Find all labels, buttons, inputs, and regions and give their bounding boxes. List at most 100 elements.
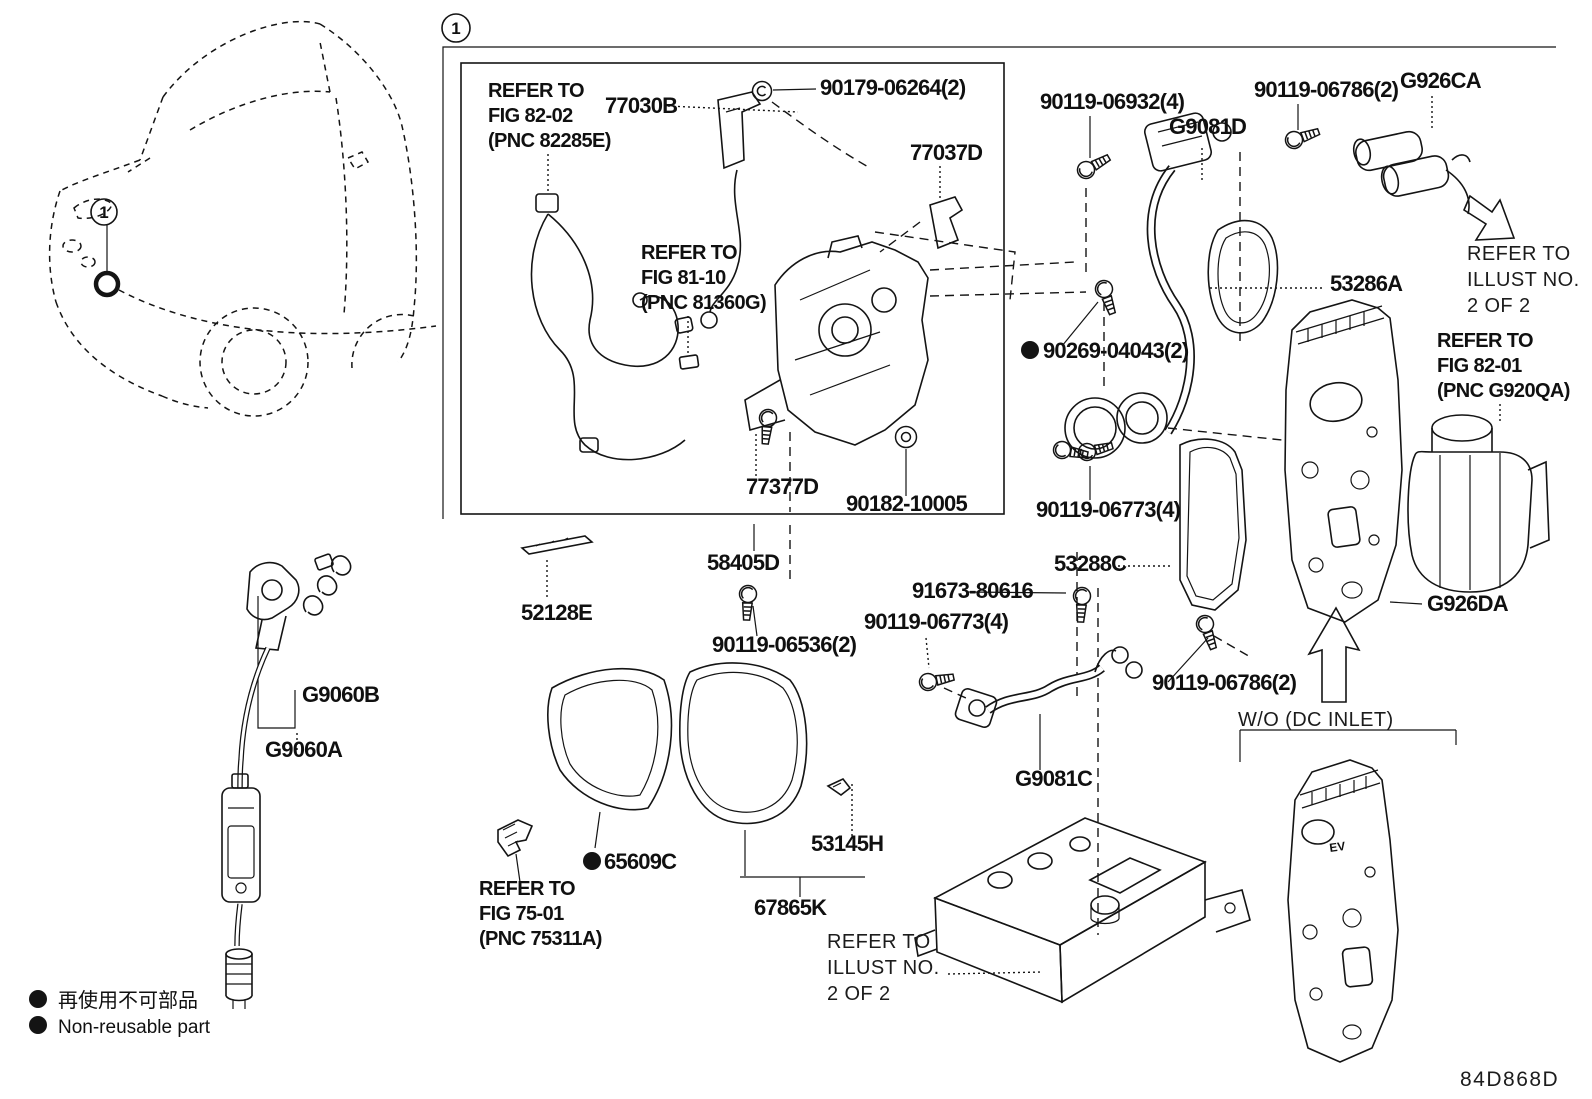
wire-harness-82285e	[530, 154, 700, 461]
note-line: 2 OF 2	[827, 983, 891, 1005]
part-label-90179-06264: 90179-06264(2)	[820, 75, 966, 100]
note-line: ILLUST NO.	[827, 957, 940, 979]
quarter-panel-upper	[1284, 299, 1403, 623]
note-line: FIG 75-01	[479, 903, 564, 925]
drawing-code: 84D868D	[1460, 1068, 1559, 1091]
side-mirror	[346, 151, 370, 170]
harness-g9081d	[1143, 112, 1232, 435]
car-sketch: 1	[48, 20, 437, 417]
note-illust-2of2-bottom: REFER TO ILLUST NO. 2 OF 2	[827, 931, 940, 1005]
headlight	[73, 198, 113, 220]
part-label-67865k: 67865K	[754, 895, 827, 920]
part-label-58405d: 58405D	[707, 550, 779, 575]
part-label-g9060b: G9060B	[302, 682, 379, 707]
part-label-g9081c: G9081C	[1015, 766, 1093, 791]
note-line: REFER TO	[827, 931, 931, 953]
car-callout-1-badge	[90, 198, 118, 226]
note-line: (PNC 82285E)	[488, 130, 611, 152]
dc-inlet-sockets	[1051, 392, 1283, 464]
part-label-90119-06536: 90119-06536(2)	[712, 632, 857, 657]
charge-cable-g9060	[221, 553, 352, 1009]
bolt-91673-icon	[1071, 586, 1092, 624]
part-label-53145h: 53145H	[811, 831, 883, 856]
harness-g9081c	[954, 646, 1143, 770]
note-line: REFER TO	[479, 878, 575, 900]
part-label-90119-06773-right: 90119-06773(4)	[1036, 497, 1181, 522]
note-line: FIG 81-10	[641, 267, 726, 289]
quarter-panel-wo-dc-inlet: EV	[1239, 606, 1457, 1063]
cable-control-box	[221, 787, 261, 903]
screw-90119-06932-icon	[1073, 148, 1114, 183]
clip-53145h	[826, 778, 853, 838]
note-line: FIG 82-02	[488, 105, 573, 127]
note-line: ILLUST NO.	[1467, 269, 1580, 291]
note-line: 2 OF 2	[1467, 295, 1531, 317]
part-label-53288c: 53288C	[1054, 551, 1127, 576]
non-reusable-dot	[1021, 341, 1039, 359]
bracket-53288c	[1118, 438, 1247, 611]
note-line: REFER TO	[1467, 243, 1571, 265]
legend-en: Non-reusable part	[58, 1017, 211, 1038]
part-label-g9081d: G9081D	[1169, 114, 1246, 139]
harness-clamp-81360g	[678, 354, 700, 370]
note-line: REFER TO	[641, 242, 737, 264]
gasket-53286a	[1207, 152, 1322, 345]
callout-1-number: 1	[451, 19, 460, 38]
part-label-g9060a: G9060A	[265, 737, 343, 762]
bolt-90269-icon	[1092, 277, 1122, 318]
charger-g926da	[1389, 404, 1550, 605]
legend-dot	[29, 990, 47, 1008]
note-fig-81-10: REFER TO FIG 81-10 (PNC 81360G)	[641, 242, 767, 314]
part-label-90182-10005: 90182-10005	[846, 491, 967, 516]
refer-arrow-icon	[1462, 194, 1516, 241]
non-reusable-dot	[583, 852, 601, 870]
note-line: FIG 82-01	[1437, 355, 1522, 377]
part-label-52128e: 52128E	[521, 600, 592, 625]
seal-67865k	[679, 662, 865, 897]
part-label-90119-06786-lower: 90119-06786(2)	[1152, 670, 1297, 695]
part-label-90119-06773-lower: 90119-06773(4)	[864, 609, 1009, 634]
bracket-77037d	[879, 166, 964, 253]
clip-75311a	[497, 819, 534, 883]
screw-90119-06786-top-icon	[1282, 122, 1323, 152]
part-label-g926da: G926DA	[1427, 591, 1509, 616]
part-label-90119-06786-top: 90119-06786(2)	[1254, 77, 1399, 102]
connector-g926ca	[1352, 96, 1516, 241]
note-line: (PNC 81360G)	[641, 292, 766, 314]
part-label-90269-04043: 90269-04043(2)	[1043, 338, 1189, 363]
legend-dot	[29, 1016, 47, 1034]
up-arrow-icon	[1307, 606, 1361, 703]
inverter-unit	[914, 817, 1251, 1004]
charge-port-assembly	[744, 235, 929, 446]
legend-jp: 再使用不可部品	[58, 988, 198, 1012]
screw-90119-06786-lower-icon	[1193, 612, 1223, 653]
panel-65609c	[547, 667, 673, 849]
coiled-wire	[302, 555, 352, 616]
ev-mark: EV	[1328, 839, 1346, 855]
legend-non-reusable: 再使用不可部品 Non-reusable part	[29, 988, 211, 1038]
note-line: REFER TO	[1437, 330, 1533, 352]
callout-1-badge	[441, 13, 471, 43]
clip-90179-icon	[751, 80, 773, 102]
part-label-65609c: 65609C	[604, 849, 677, 874]
grommet-90182-icon	[894, 425, 918, 449]
note-fig-82-01: REFER TO FIG 82-01 (PNC G920QA)	[1437, 330, 1570, 402]
part-label-91673-80616: 91673-80616	[912, 578, 1033, 603]
part-label-77030b: 77030B	[605, 93, 677, 118]
part-label-g926ca: G926CA	[1400, 68, 1482, 93]
note-line: REFER TO	[488, 80, 584, 102]
part-label-77037d: 77037D	[910, 140, 982, 165]
part-label-53286a: 53286A	[1330, 271, 1403, 296]
wo-dc-inlet-label: W/O (DC INLET)	[1238, 709, 1394, 731]
screw-90119-06773-lower-icon	[917, 667, 956, 693]
sill-strip-52128e	[520, 535, 594, 600]
charge-port-location-mark	[93, 270, 121, 298]
note-illust-2of2-top: REFER TO ILLUST NO. 2 OF 2	[1467, 243, 1580, 317]
note-fig-82-02: REFER TO FIG 82-02 (PNC 82285E)	[488, 80, 611, 152]
car-callout-1-number: 1	[99, 203, 108, 222]
note-fig-75-01: REFER TO FIG 75-01 (PNC 75311A)	[479, 878, 602, 950]
note-line: (PNC 75311A)	[479, 928, 602, 950]
assembly-frame: 1	[441, 13, 1556, 519]
